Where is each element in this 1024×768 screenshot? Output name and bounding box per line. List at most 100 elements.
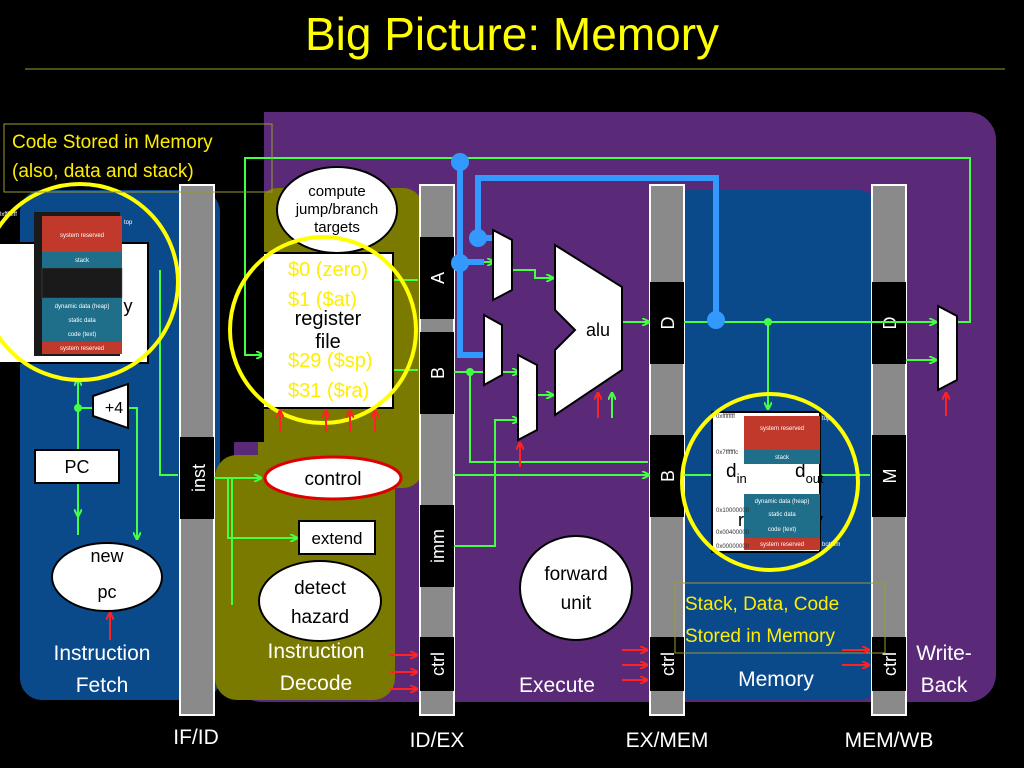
mm-left-addr-bottom: 0x00000000 (0, 348, 32, 354)
alu-shape (554, 243, 623, 417)
mm-right-addr-stack: 0x7ffffffc (716, 450, 738, 456)
reg-label-a: A (428, 272, 448, 284)
mux-imm (517, 353, 538, 442)
mm-left-label-bottom: bottom (124, 346, 142, 352)
forward-unit-label-2: unit (561, 593, 592, 614)
register-file (262, 252, 394, 409)
ex-mem-register: D B ctrl (649, 184, 685, 716)
bus-junction-mux (469, 229, 487, 247)
pipe-label-id-ex: ID/EX (410, 729, 465, 752)
datapath-wires (78, 157, 971, 605)
stage-decode-line2: Decode (280, 672, 352, 695)
callout-circle-left (0, 182, 180, 382)
reg-zero: $0 (zero) (288, 259, 368, 281)
reg-label-ctrl2: ctrl (658, 652, 678, 676)
bus-junction-top (451, 153, 469, 171)
control-signals (110, 394, 946, 689)
plus4-adder (92, 382, 129, 430)
reg-ra: $31 ($ra) (288, 380, 369, 402)
reg-label-b: B (428, 367, 448, 379)
mm-right-static: static data (768, 512, 796, 518)
control-unit (263, 455, 403, 501)
mux-b (483, 313, 503, 387)
detect-hazard-unit (258, 560, 382, 642)
mm-left-addr-stack: 0x7ffffffc (0, 252, 20, 258)
data-mem-partial-mid: r (738, 510, 744, 530)
reg-label-imm: imm (428, 529, 448, 563)
stage-decode-line1: Instruction (268, 640, 365, 663)
memory-map-right: system reserved stack dynamic data (heap… (716, 414, 840, 550)
forward-unit-label-1: forward (544, 564, 607, 585)
mm-right-heap: dynamic data (heap) (755, 499, 810, 505)
mm-right-code: code (text) (768, 527, 796, 533)
detect-hazard-label-1: detect (294, 578, 346, 599)
mm-left-code: code (text) (68, 332, 96, 338)
extend-label: extend (311, 529, 362, 548)
reg-label-b2: B (658, 470, 678, 482)
inst-mem-partial-label: y (124, 296, 133, 316)
mm-left-sys-bottom: system reserved (60, 346, 104, 352)
reg-label-d: D (658, 317, 678, 330)
register-file-label-1: register (295, 308, 362, 330)
pc-label: PC (64, 457, 89, 477)
compute-label-2: jump/branch (295, 201, 379, 218)
bus-junction-ex (707, 311, 725, 329)
wire-junction-plus4 (74, 404, 82, 412)
stack-data-callout-line1: Stack, Data, Code (685, 594, 839, 615)
alu-label: alu (586, 320, 610, 340)
if-id-register: inst (179, 184, 215, 716)
callout-circle-regfile (228, 235, 418, 425)
mm-left-label-top: top (124, 220, 133, 226)
page-title: Big Picture: Memory (305, 8, 719, 60)
pipe-label-ex-mem: EX/MEM (626, 729, 709, 752)
callout-circle-datamem (680, 392, 860, 572)
mm-left-addr-code: 0x00400000 (0, 338, 32, 344)
pipe-label-if-id: IF/ID (173, 726, 219, 749)
mm-left-heap: dynamic data (heap) (55, 304, 110, 310)
extend-box (298, 520, 376, 555)
instruction-memory: y system reserved stack dynamic data (he… (0, 212, 149, 364)
stack-data-callout-line2: Stored in Memory (685, 626, 835, 647)
mm-left-stack: stack (75, 258, 90, 264)
mm-right-addr-bottom: 0x00000000 (716, 544, 750, 550)
compute-label-1: compute (308, 183, 366, 200)
plus4-label: +4 (105, 400, 123, 417)
code-stored-callout-line2: (also, data and stack) (12, 161, 194, 182)
reg-label-ctrl3: ctrl (880, 652, 900, 676)
mm-left-static: static data (68, 318, 96, 324)
code-stored-callout-line1: Code Stored in Memory (12, 132, 213, 153)
mux-a (492, 228, 513, 302)
stage-fetch-line2: Fetch (76, 674, 129, 697)
stack-data-callout-box (674, 582, 886, 654)
stage-writeback-line1: Write- (916, 642, 972, 665)
mux-writeback (937, 304, 958, 392)
mm-right-addr-top: 0xffffffff (716, 414, 735, 420)
reg-sp: $29 ($sp) (288, 350, 373, 372)
pipe-label-mem-wb: MEM/WB (845, 729, 934, 752)
mem-wb-register: D M ctrl (871, 184, 907, 716)
stage-writeback-line2: Back (921, 674, 968, 697)
mm-right-sys-bottom: system reserved (760, 542, 804, 548)
mm-right-sys-top: system reserved (760, 426, 804, 432)
code-stored-callout-box (3, 123, 273, 193)
mm-left-addr-data: 0x10000000 (0, 314, 32, 320)
mm-left-sys-top: system reserved (60, 233, 104, 239)
pc-box (34, 449, 120, 484)
data-memory: din dout r y system reserved stack dynam… (711, 411, 840, 553)
mm-right-addr-code: 0x00400000 (716, 530, 750, 536)
memory-map-left: system reserved stack dynamic data (heap… (0, 212, 142, 356)
detect-hazard-label-2: hazard (291, 607, 349, 628)
reg-label-m: M (880, 469, 900, 484)
reg-label-ctrl: ctrl (428, 652, 448, 676)
compute-label-3: targets (314, 219, 360, 236)
wire-junction-d (764, 318, 772, 326)
mm-right-stack: stack (775, 455, 790, 461)
new-pc-label-1: new (90, 546, 124, 566)
bus-junction-a (451, 254, 469, 272)
mm-right-addr-data: 0x10000000 (716, 508, 750, 514)
new-pc-label-2: pc (97, 582, 116, 602)
d-in-label: din (726, 461, 747, 486)
forward-unit (519, 535, 633, 641)
stage-memory: Memory (738, 668, 814, 691)
